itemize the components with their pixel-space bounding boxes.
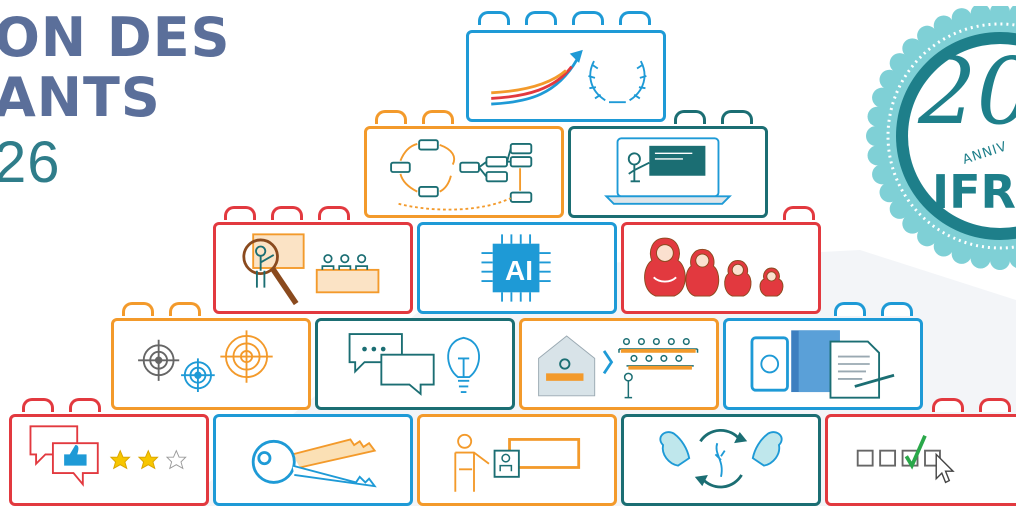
seal-scallop	[889, 53, 910, 74]
brick-stud	[783, 206, 815, 220]
seal-scallop	[970, 6, 991, 24]
brick-home-class	[519, 318, 719, 410]
brick-stud	[224, 206, 256, 220]
seal-scallop	[1009, 249, 1016, 268]
keys-icon	[251, 438, 377, 488]
brick-stud	[169, 302, 201, 316]
seal-scallop	[933, 236, 954, 257]
seal-scallop	[951, 243, 972, 264]
title-line-1: ON DES	[0, 6, 231, 69]
seal-scallop	[889, 198, 910, 219]
brick-targets	[111, 318, 311, 410]
brick-stud	[619, 11, 651, 25]
brick-presentation	[213, 222, 413, 314]
brick-strength	[621, 414, 821, 506]
seal-number: 20	[918, 38, 1016, 145]
matryoshka-dolls-icon	[644, 237, 784, 297]
seal-scallop	[990, 6, 1010, 22]
brick-stud	[122, 302, 154, 316]
seal-scallop	[867, 106, 888, 127]
brick-stud	[674, 110, 706, 124]
seal-scallop	[872, 87, 893, 108]
brick-stud	[881, 302, 913, 316]
seal-scallop	[879, 182, 900, 203]
tablet-book-document-icon	[750, 330, 895, 399]
brick-chat	[315, 318, 515, 410]
brick-stud	[22, 398, 54, 412]
brick-stud	[525, 11, 557, 25]
brick-stud	[572, 11, 604, 25]
brick-process	[364, 126, 564, 218]
seal-scallop	[933, 15, 954, 36]
seal-scallop	[879, 69, 900, 90]
seal-scallop	[917, 226, 938, 247]
seal-scallop	[902, 213, 923, 234]
brick-stud	[69, 398, 101, 412]
process-flowchart-icon	[390, 139, 533, 211]
checkbox-cursor-icon	[856, 434, 955, 484]
seal-scallop	[951, 8, 972, 29]
anniversary-seal	[866, 6, 1016, 270]
brick-checklist	[825, 414, 1016, 506]
brick-stud	[834, 302, 866, 316]
brick-keys	[213, 414, 413, 506]
brick-stud	[979, 398, 1011, 412]
brick-stud	[478, 11, 510, 25]
seal-scallop	[872, 164, 893, 185]
title-year: 26	[0, 130, 61, 195]
brick-growth	[466, 30, 666, 122]
seal-scallop	[1009, 6, 1016, 23]
laptop-teacher-icon	[604, 137, 732, 205]
feedback-stars-icon	[29, 425, 187, 487]
ai-chip-icon	[481, 234, 551, 302]
brick-documents	[723, 318, 923, 410]
brick-laptop	[568, 126, 768, 218]
title-line-2: ANTS	[0, 66, 161, 129]
brick-stud	[318, 206, 350, 220]
brick-feedback	[9, 414, 209, 506]
page-title: ON DES ANTS 26	[0, 8, 231, 198]
seal-scallop	[990, 250, 1010, 270]
brick-ai: AI	[417, 222, 617, 314]
brick-stud	[721, 110, 753, 124]
brick-stud	[932, 398, 964, 412]
brick-dolls	[621, 222, 821, 314]
teacher-magnifier-audience-icon	[242, 233, 380, 306]
seal-scallop	[866, 126, 886, 146]
ai-chip-label: AI	[505, 255, 533, 286]
seal-scallop	[902, 38, 923, 59]
brick-whiteboard	[417, 414, 617, 506]
chat-lightbulb-icon	[348, 333, 480, 396]
growth-arrow-laurel-icon	[491, 49, 647, 106]
home-to-classroom-icon	[538, 335, 699, 399]
teacher-whiteboard-icon	[454, 433, 581, 492]
strength-cycle-icon	[659, 428, 783, 489]
brick-stud	[271, 206, 303, 220]
seal-scallop	[917, 25, 938, 46]
brick-stud	[375, 110, 407, 124]
brick-stud	[422, 110, 454, 124]
seal-acronym: IFR	[932, 165, 1016, 219]
target-icons	[138, 330, 273, 393]
seal-scallop	[867, 145, 888, 166]
seal-scallop	[970, 248, 991, 269]
